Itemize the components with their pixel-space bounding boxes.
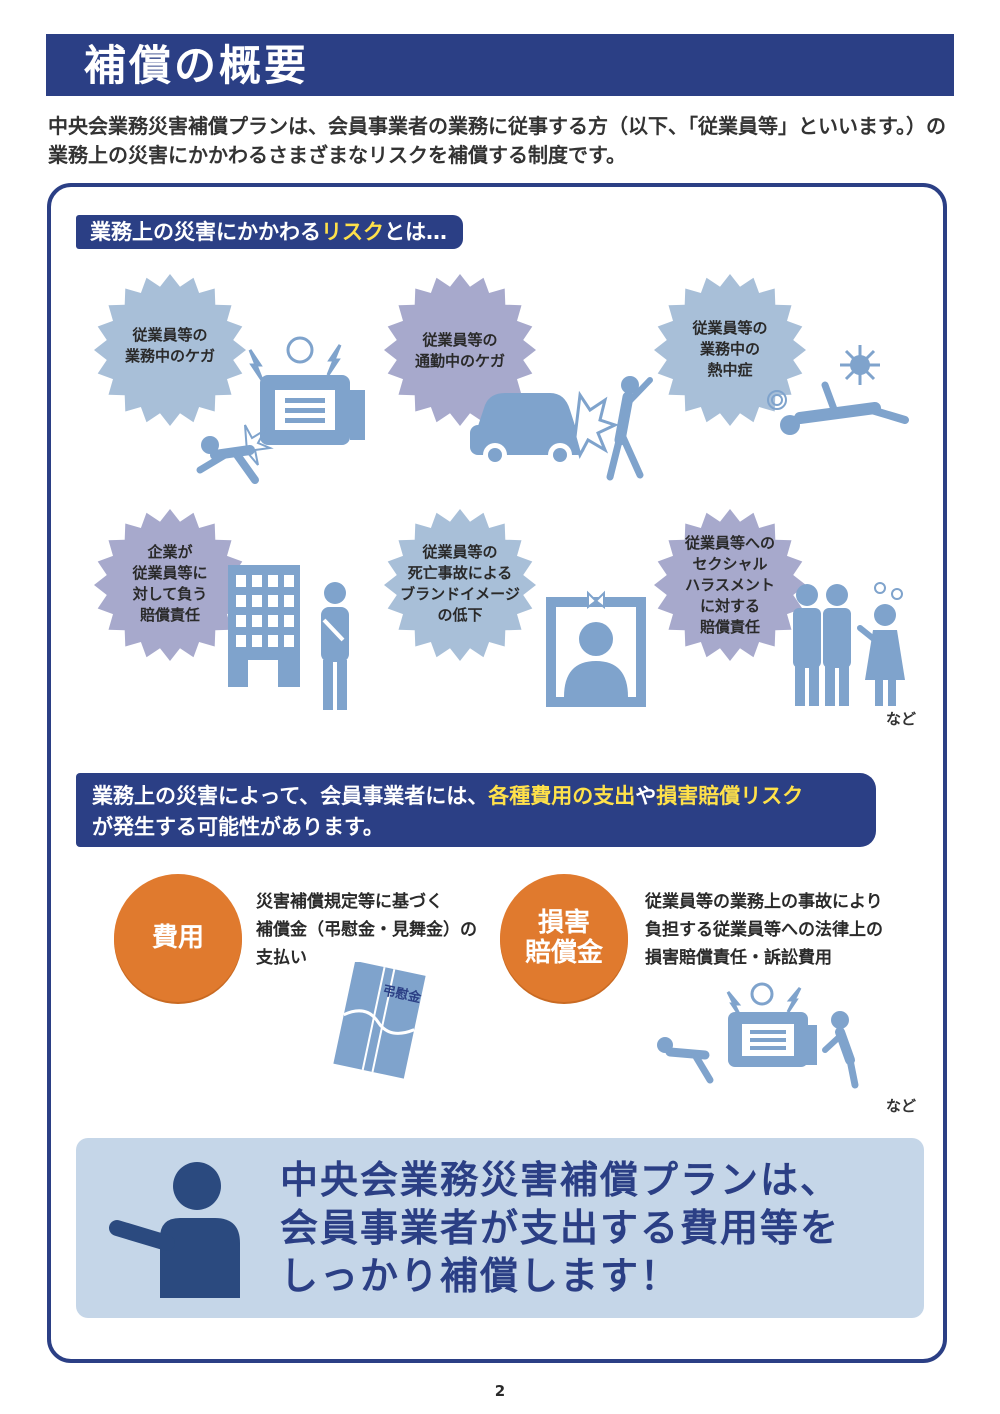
risk-label-prefix: 業務上の災害にかかわる xyxy=(90,220,321,244)
risk-item: 従業員等への セクシャル ハラスメント に対する 賠償責任 xyxy=(650,505,925,715)
risk-text: 従業員等の 死亡事故による ブランドイメージ の低下 xyxy=(400,543,520,624)
risk-item: 従業員等の 通勤中のケガ xyxy=(380,270,670,490)
content-frame xyxy=(47,183,947,1363)
risk-text: 従業員等への セクシャル ハラスメント に対する 賠償責任 xyxy=(684,534,775,636)
page-title: 補償の概要 xyxy=(84,41,310,90)
car-accident-icon xyxy=(470,376,653,481)
banner-highlight-costs: 各種費用の支出 xyxy=(488,784,636,808)
risk-text: 従業員等の 業務中のケガ xyxy=(124,326,215,365)
burst-badge xyxy=(654,274,806,426)
banner-text-3: が発生する可能性があります。 xyxy=(92,815,384,839)
title-bar xyxy=(46,34,954,96)
lawsuit-accident-icon xyxy=(657,982,859,1089)
risk-etc-note: など xyxy=(886,710,917,728)
cost-risk-banner: 業務上の災害によって、会員事業者には、各種費用の支出や損害賠償リスクが発生する可… xyxy=(76,773,876,847)
burst-badge xyxy=(94,509,246,661)
risk-section-label: 業務上の災害にかかわるリスクとは… xyxy=(76,215,463,249)
intro-text: 中央会業務災害補償プランは、会員事業者の業務に従事する方（以下、「従業員等」とい… xyxy=(48,114,946,167)
burst-badge xyxy=(654,509,806,661)
summary-message: 中央会業務災害補償プランは、 会員事業者が支出する費用等を しっかり補償します！ xyxy=(280,1158,841,1298)
banner-text-1: 業務上の災害によって、会員事業者には、 xyxy=(92,784,489,808)
cost-circle-damages: 損害 賠償金 xyxy=(500,874,628,1002)
risk-item: 従業員等の 業務中の 熱中症 xyxy=(650,270,920,490)
condolence-envelope-icon: 弔慰金 xyxy=(333,962,426,1079)
risk-item: 企業が 従業員等に 対して負う 賠償責任 xyxy=(90,505,370,715)
risk-item: 従業員等の 死亡事故による ブランドイメージ の低下 xyxy=(380,505,670,715)
risk-text: 企業が 従業員等に 対して負う 賠償責任 xyxy=(132,543,208,624)
cost-circle-expenses: 費用 xyxy=(114,874,242,1002)
cost-desc-expenses: 災害補償規定等に基づく 補償金（弔慰金・見舞金）の 支払い xyxy=(256,892,477,968)
banner-highlight-damages: 損害賠償リスク xyxy=(656,784,804,808)
cost-desc-damages: 従業員等の業務上の事故により 負担する従業員等への法律上の 損害賠償責任・訴訟費… xyxy=(645,892,883,968)
burst-badge xyxy=(384,509,536,661)
building-injured-icon xyxy=(228,565,349,710)
accident-machine-icon xyxy=(196,336,365,484)
page-number: 2 xyxy=(494,1382,506,1400)
burst-badge xyxy=(94,274,246,426)
risk-item: 従業員等の 業務中のケガ xyxy=(90,270,370,490)
burst-badge xyxy=(384,274,536,426)
costs-etc-note: など xyxy=(886,1097,917,1115)
risk-text: 従業員等の 通勤中のケガ xyxy=(414,331,505,370)
risk-label-highlight: リスク xyxy=(321,220,384,244)
presenter-icon xyxy=(109,1162,240,1298)
banner-text-2: や xyxy=(635,784,657,808)
harassment-icon xyxy=(793,582,905,706)
risk-label-suffix: とは… xyxy=(384,220,447,244)
heatstroke-icon xyxy=(767,345,909,435)
memorial-portrait-icon xyxy=(546,590,646,707)
risk-text: 従業員等の 業務中の 熱中症 xyxy=(692,319,768,379)
